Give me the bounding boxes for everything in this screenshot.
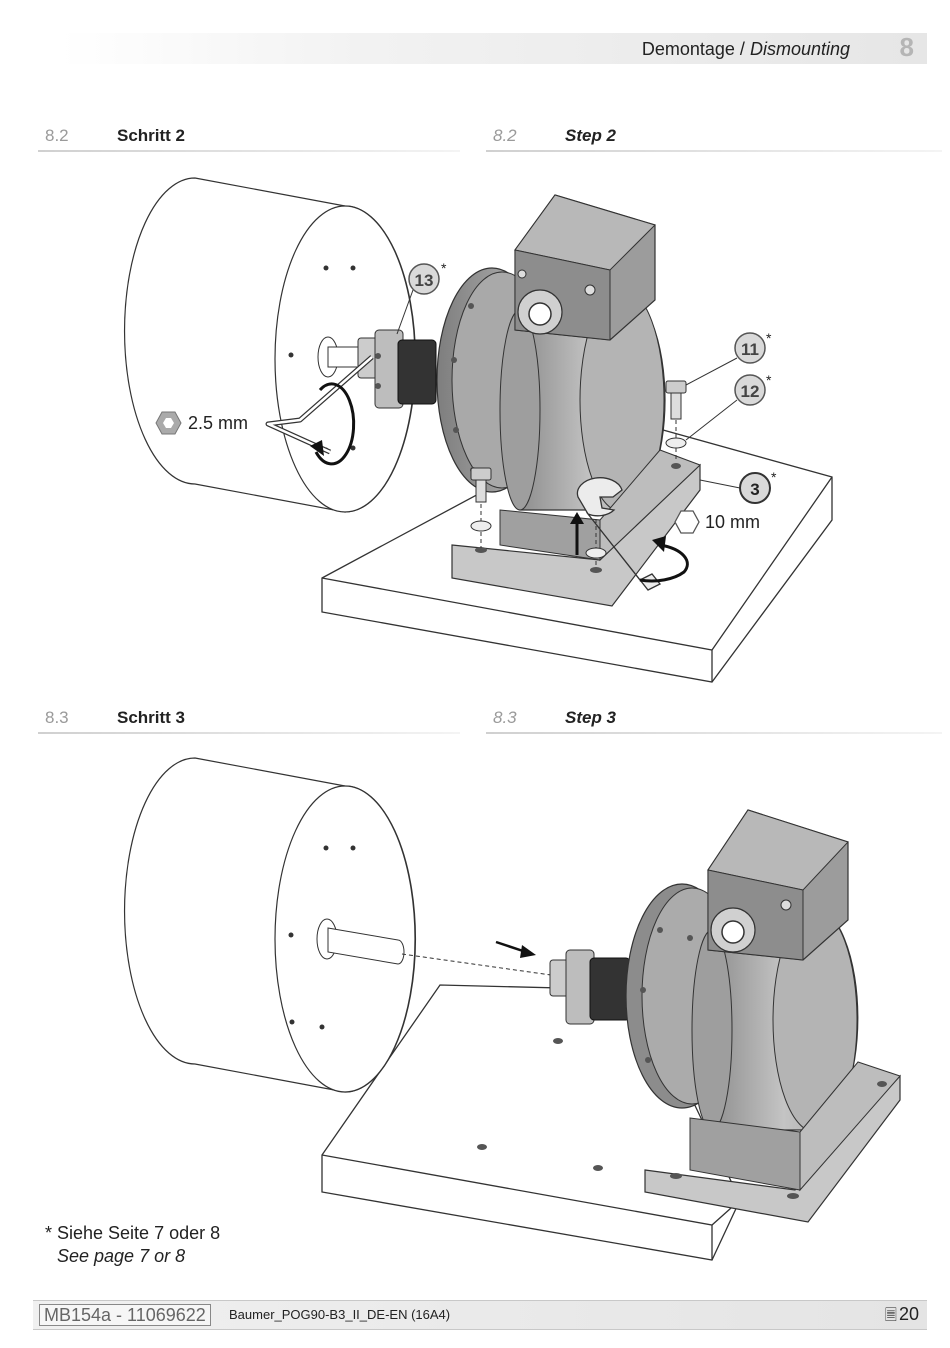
section-title: Schritt 3 [117,708,186,727]
section-title: Step 3 [565,708,617,727]
screw-loosened [570,505,607,568]
section-rule [486,732,942,734]
document-icon: 🗏 [884,1307,897,1324]
section-number: 8.3 [493,708,517,727]
chapter-number: 8 [899,32,914,62]
screw-rear [665,380,687,462]
chapter-title: Demontage / Dismounting [642,39,850,60]
hex-key-size: 2.5 mm [188,413,248,433]
section-number: 8.3 [45,708,69,727]
motor-shaft [327,927,559,977]
figure-step-3 [123,757,901,1261]
encoder-body [691,905,859,1133]
wrench [576,477,689,591]
document-id: MB154a - 11069622 [39,1304,211,1326]
screw-front [470,467,492,548]
callout-label: 13 [415,271,434,290]
callout-13: 13 * [408,260,447,295]
hex-key [265,355,374,466]
callout-label: 11 [741,340,759,359]
section-number: 8.2 [45,126,69,145]
callout-asterisk: * [771,469,777,485]
motor-drum [123,177,417,513]
section-number: 8.2 [493,126,517,145]
callout-asterisk: * [766,330,772,346]
terminal-box [514,194,656,341]
page-footer: MB154a - 11069622 Baumer_POG90-B3_II_DE-… [33,1300,927,1330]
callout-asterisk: * [441,260,447,276]
section-rule [486,150,942,152]
encoder-body [499,287,666,513]
callout-11: 11 * [734,330,772,364]
chapter-title-de: Demontage / [641,39,745,59]
shaft-coupling [549,949,631,1025]
hex-key-size-label: 2.5 mm [155,411,248,435]
callout-3: 3 * [739,469,777,504]
page-number-value: 20 [898,1304,919,1324]
callout-leaders [396,289,741,489]
footnote: * Siehe Seite 7 oder 8 See page 7 or 8 [45,1222,220,1268]
terminal-box [707,809,849,961]
chapter-title-en: Dismounting [749,39,850,59]
wrench-size: 10 mm [705,512,760,532]
callout-12: 12 * [734,372,772,406]
page-number: 🗏20 [885,1304,919,1330]
header-bar [60,33,927,64]
section-title: Step 2 [565,126,617,145]
callout-asterisk: * [766,372,772,388]
footnote-de: * Siehe Seite 7 oder 8 [45,1223,221,1243]
footnote-en: See page 7 or 8 [57,1246,186,1266]
wrench-size-label: 10 mm [674,510,760,534]
shaft-coupling [357,329,437,409]
encoder-foot [644,1061,901,1223]
callout-label: 3 [750,480,759,499]
figure-step-2: 13 * 11 * 12 * 3 * 2.5 mm 10 mm [123,177,833,683]
callout-label: 12 [741,382,760,401]
motor-drum [123,757,417,1093]
section-title: Schritt 2 [117,126,186,145]
section-rule [38,732,460,734]
document-filename: Baumer_POG90-B3_II_DE-EN (16A4) [229,1307,451,1322]
section-rule [38,150,460,152]
